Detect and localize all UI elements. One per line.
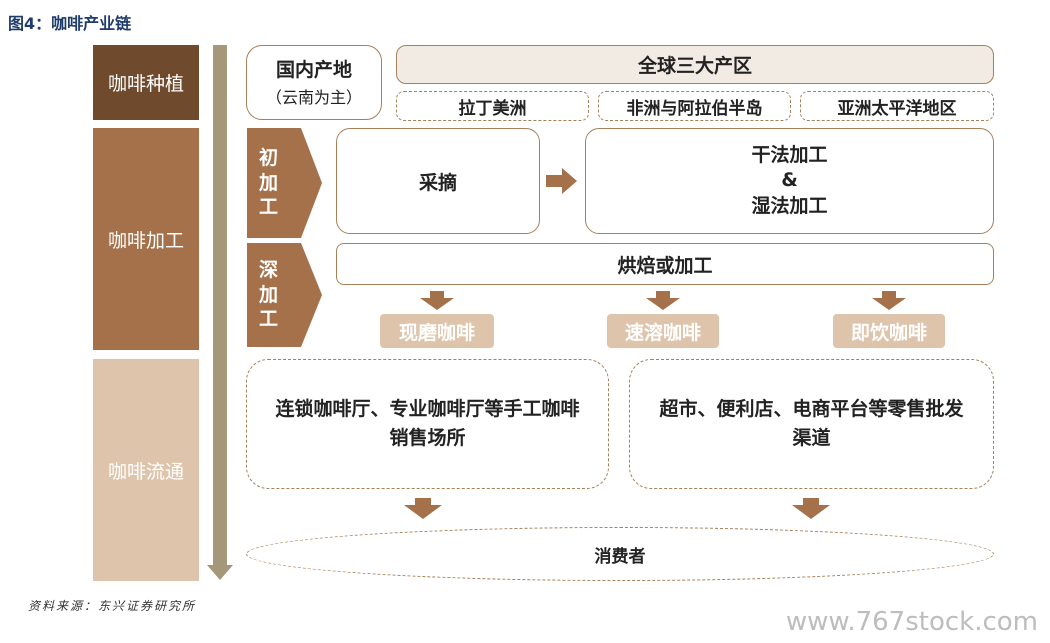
consumer-label: 消费者 — [594, 546, 646, 567]
domestic-origin-title: 国内产地 — [275, 58, 352, 81]
cafe-channel-box: 连锁咖啡厅、专业咖啡厅等手工咖啡销售场所 — [246, 359, 609, 489]
roast-to-instant-arrow — [646, 291, 680, 310]
cafe-channel-text: 连锁咖啡厅、专业咖啡厅等手工咖啡销售场所 — [275, 397, 580, 449]
primary-label-char: 工 — [259, 196, 279, 219]
retail-channel-box: 超市、便利店、电商平台等零售批发渠道 — [629, 359, 994, 489]
retail-to-consumer-arrow — [792, 498, 830, 519]
deep-label-char: 工 — [259, 308, 279, 331]
domestic-origin-note: （云南为主） — [265, 87, 362, 107]
region-asia-pacific: 亚洲太平洋地区 — [800, 91, 994, 121]
region-latin-america: 拉丁美洲 — [396, 91, 589, 121]
domestic-origin-box: 国内产地 （云南为主） — [246, 45, 382, 120]
deep-label-char: 加 — [259, 283, 279, 306]
picking-to-methods-arrow — [546, 168, 577, 194]
primary-label-char: 加 — [259, 171, 279, 194]
cafe-to-consumer-arrow — [404, 498, 442, 519]
flow-bar — [213, 45, 227, 565]
roasting-box: 烘焙或加工 — [336, 243, 994, 285]
processing-methods-box: 干法加工 & 湿法加工 — [585, 128, 994, 234]
region-africa-arabia: 非洲与阿拉伯半岛 — [598, 91, 791, 121]
stage-processing: 咖啡加工 — [93, 128, 199, 350]
roast-to-fresh-arrow — [420, 291, 454, 310]
product-instant: 速溶咖啡 — [607, 314, 719, 348]
stage-distribution: 咖啡流通 — [93, 359, 199, 581]
global-regions-header: 全球三大产区 — [396, 45, 994, 84]
consumer-ellipse: 消费者 — [246, 527, 994, 581]
ampersand: & — [781, 169, 798, 192]
picking-box: 采摘 — [336, 128, 540, 234]
primary-label-char: 初 — [259, 146, 279, 169]
product-ready-to-drink: 即饮咖啡 — [833, 314, 945, 348]
source-note: 资料来源：东兴证券研究所 — [28, 599, 197, 613]
figure-title: 图4：咖啡产业链 — [8, 14, 132, 33]
watermark: www.767stock.com — [785, 607, 1038, 637]
dry-process: 干法加工 — [751, 143, 828, 166]
product-fresh-ground: 现磨咖啡 — [380, 314, 494, 348]
deep-label-char: 深 — [259, 258, 279, 281]
retail-channel-text: 超市、便利店、电商平台等零售批发渠道 — [659, 397, 964, 449]
stage-planting: 咖啡种植 — [93, 45, 199, 120]
flow-bar-arrowhead — [207, 565, 233, 580]
roast-to-rtd-arrow — [872, 291, 906, 310]
wet-process: 湿法加工 — [751, 194, 828, 217]
